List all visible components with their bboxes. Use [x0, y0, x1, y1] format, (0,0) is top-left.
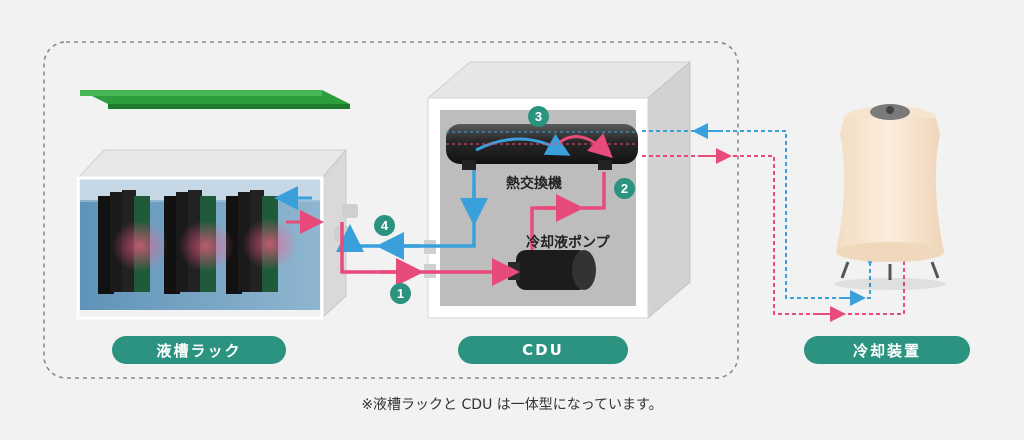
server-boards [98, 190, 298, 294]
cooling-tower [834, 104, 946, 290]
step-badge-1: 1 [390, 283, 411, 304]
tank-rack-pill: 液槽ラック [112, 336, 286, 364]
pipe-hot-from-tank [340, 222, 520, 286]
cdu-pill: CDU [458, 336, 628, 364]
step-badge-3: 3 [528, 106, 549, 127]
tank-rack [76, 90, 358, 320]
heat-exchanger-label: 熱交換機 [506, 176, 562, 192]
footnote: ※液槽ラックと CDU は一体型になっています。 [361, 397, 663, 413]
coolant-pump [508, 250, 596, 290]
cooling-unit-pill: 冷却装置 [804, 336, 970, 364]
coolant-pump-label: 冷却液ポンプ [526, 235, 610, 251]
step-badge-2: 2 [614, 178, 635, 199]
integrated-unit-outline [43, 41, 739, 379]
heat-exchanger [446, 124, 638, 170]
step-badge-4: 4 [374, 215, 395, 236]
